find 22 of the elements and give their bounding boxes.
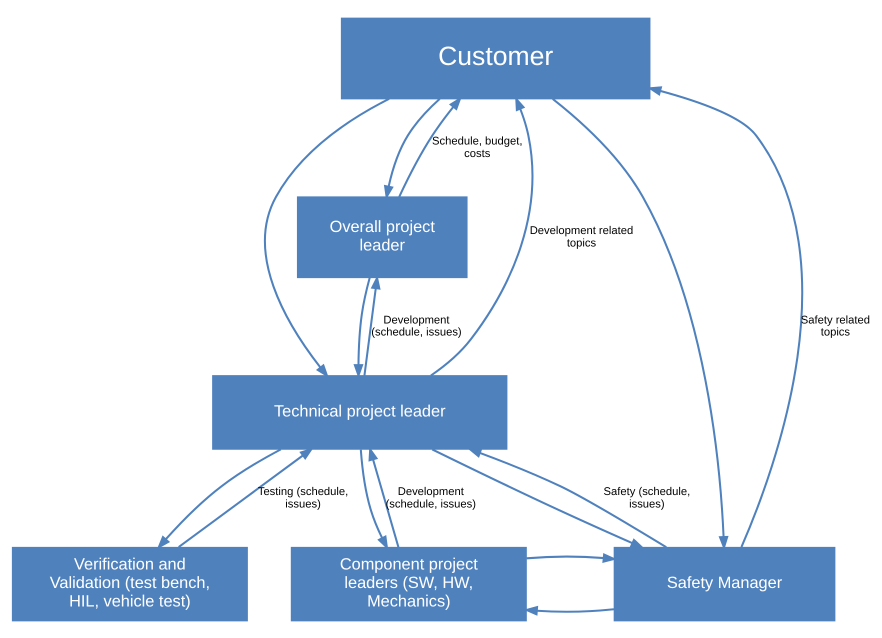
edge-label: Development (schedule, issues) [371,314,462,338]
arrow [384,98,440,200]
edge-label: Safety (schedule, issues) [604,486,690,510]
node-box: Component project leaders (SW, HW, Mechanics) [290,546,527,621]
edge-label: Development related topics [530,224,634,249]
node-box: Safety Manager [614,546,836,621]
arrow [432,448,645,548]
arrow [552,98,729,550]
edge-label: Testing (schedule, issues) [258,486,348,510]
arrow [178,446,314,548]
node-box: Technical project leader [212,374,508,450]
arrow [360,449,388,550]
arrow [647,86,803,547]
node-box: Overall project leader [296,196,468,278]
arrow [467,448,667,548]
edge-label: Schedule, budget, costs [432,135,522,160]
node-box: Customer [340,17,650,99]
arrow [353,277,371,378]
arrow [156,448,282,549]
arrow [264,97,390,378]
arrow [524,605,614,616]
node-box: Verification and Validation (test bench, HIL, vehicle test) [12,546,248,621]
